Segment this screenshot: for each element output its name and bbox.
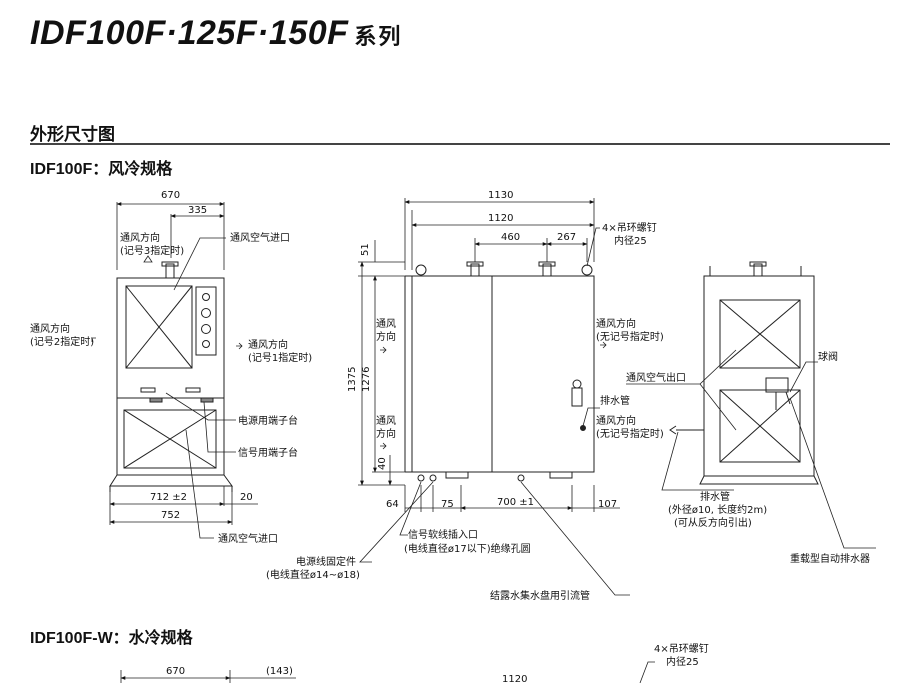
label-power-terminal: 电源用端子台 [238, 414, 298, 427]
dim-side-1276: 1276 [361, 367, 372, 392]
dim-side-total-width: 1130 [488, 190, 513, 201]
dim-side-1375: 1375 [347, 367, 358, 392]
wc-label-eyebolt-dia: 内径25 [666, 655, 699, 668]
wc-dim-143: (143) [266, 666, 293, 677]
dim-side-460: 460 [501, 232, 520, 243]
dim-side-107: 107 [598, 499, 617, 510]
label-auto-drain: 重载型自动排水器 [790, 552, 870, 565]
back-view [669, 261, 819, 485]
dim-side-width: 1120 [488, 213, 513, 224]
eyebolt-1 [415, 264, 427, 276]
label-drain-pipe: 排水管 [600, 394, 630, 407]
front-cabinet [116, 277, 225, 476]
signal-terminal-block [149, 397, 163, 403]
label-airflow-left: 通风方向 [30, 322, 70, 335]
label-power-clamp: 电源线固定件 [296, 555, 356, 568]
dim-side-40: 40 [377, 457, 388, 470]
title-models: IDF100F·125F·150F [30, 14, 349, 52]
dim-side-75: 75 [441, 499, 454, 510]
label-eyebolt: 4×吊环螺钉 [602, 222, 657, 234]
section-divider [30, 143, 890, 145]
label-airflow-right: 通风方向 [248, 338, 288, 351]
back-leaders [626, 349, 876, 549]
label-eyebolt-dia: 内径25 [614, 234, 647, 247]
eyebolt-2 [581, 264, 593, 276]
dim-side-51: 51 [360, 243, 371, 256]
dim-foot-side: 20 [240, 492, 253, 503]
wc-dim-670: 670 [166, 666, 185, 677]
side-view [404, 261, 595, 482]
auto-drain-body [571, 387, 583, 407]
power-terminal-block [140, 387, 156, 393]
label-signal-terminal: 信号用端子台 [238, 446, 298, 459]
front-grille-upper [125, 285, 193, 369]
label-back-drain-note1: (外径ø10, 长度约2m) [668, 503, 767, 516]
dim-side-267: 267 [557, 232, 576, 243]
label-side-airflow-1b: 方向 [376, 330, 396, 343]
label-side-airflow-right-note: (无记号指定时) [596, 330, 664, 343]
back-grille-upper [719, 299, 801, 369]
control-panel [195, 286, 217, 356]
wc-dim-1120: 1120 [502, 674, 527, 683]
label-side-airflow-2a: 通风 [376, 415, 396, 427]
dim-front-half: 335 [188, 205, 207, 216]
label-air-outlet: 通风空气出口 [626, 371, 686, 384]
label-power-clamp-note: (电线直径ø14~ø18) [266, 568, 360, 581]
ball-valve [765, 377, 789, 393]
label-air-inlet-top: 通风空气进口 [230, 231, 290, 244]
label-airflow-right-note: (记号1指定时) [248, 351, 312, 364]
label-airflow-top-note: (记号3指定时) [120, 244, 184, 257]
label-ball-valve: 球阀 [818, 350, 838, 363]
dim-foot-inner: 712 ±2 [150, 492, 187, 503]
label-side-airflow-2b: 方向 [376, 427, 396, 440]
air-cooled-heading: IDF100F：风冷规格 [30, 161, 173, 178]
label-airflow-left-note: (记号2指定时) [30, 335, 94, 348]
label-side-airflow-1a: 通风 [376, 318, 396, 330]
label-back-drain-note2: (可从反方向引出) [674, 516, 752, 529]
label-condensate: 结露水集水盘用引流管 [490, 589, 590, 602]
water-cooled-dimensions [120, 661, 655, 683]
side-cabinet [411, 275, 595, 473]
label-side-airflow-right: 通风方向 [596, 317, 636, 330]
dim-side-64: 64 [386, 499, 399, 510]
wc-label-eyebolt: 4×吊环螺钉 [654, 643, 709, 655]
water-cooled-heading: IDF100F-W：水冷规格 [30, 630, 193, 647]
dim-foot-total: 752 [161, 510, 180, 521]
label-side-airflow-right2: 通风方向 [596, 414, 636, 427]
label-airflow-top: 通风方向 [120, 231, 160, 244]
front-dimensions [91, 202, 258, 539]
title-series: 系列 [354, 24, 403, 49]
front-view [109, 261, 233, 492]
label-air-inlet-bottom: 通风空气进口 [218, 532, 278, 545]
front-grille-lower [123, 409, 217, 469]
label-back-drain: 排水管 [700, 490, 730, 503]
dim-front-width: 670 [161, 190, 180, 201]
label-signal-inlet: 信号软线插入口 [408, 528, 478, 541]
label-signal-inlet-note: (电线直径ø17以下)绝缘孔圆 [404, 542, 531, 555]
side-dimensions [358, 198, 630, 596]
section-title: 外形尺寸图 [30, 125, 115, 144]
label-side-airflow-right2-note: (无记号指定时) [596, 427, 664, 440]
dim-side-700: 700 ±1 [497, 497, 534, 508]
